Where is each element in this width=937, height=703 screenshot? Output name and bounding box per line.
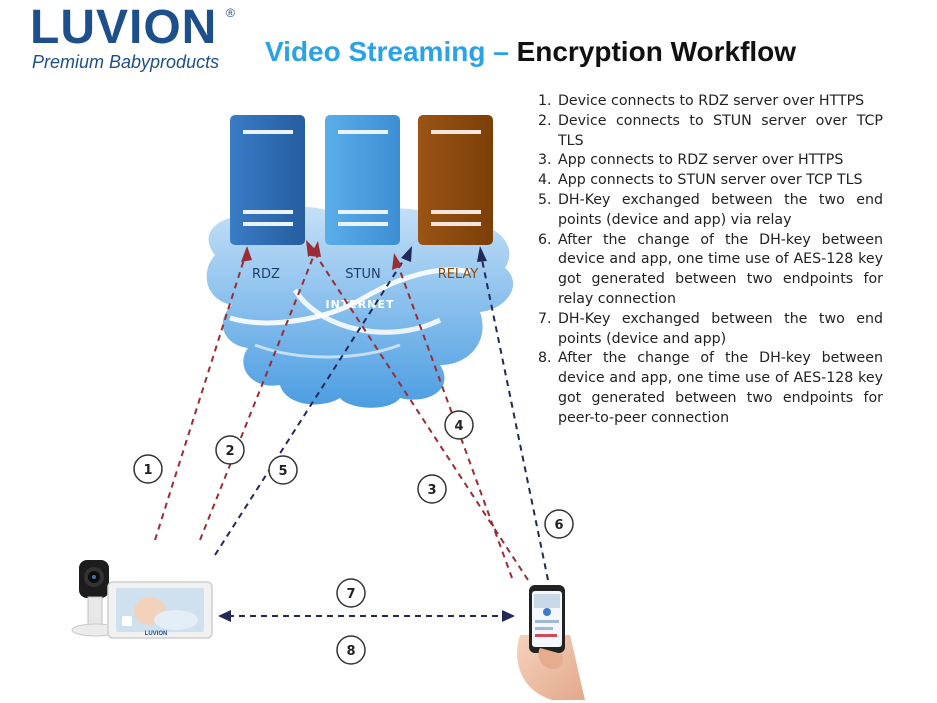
logo-tagline: Premium Babyproducts — [32, 52, 220, 72]
parent-unit-brand: LUVION — [145, 631, 168, 637]
smartphone-app — [517, 585, 585, 700]
workflow-step-2: 2.Device connects to STUN server over TC… — [538, 112, 883, 149]
arrowheads — [218, 240, 515, 622]
step-marker-5: 5 — [268, 455, 298, 485]
cloud-label-internet: INTERNET — [325, 298, 394, 311]
connection-1-device-rdz — [154, 249, 248, 541]
workflow-step-3: 3.App connects to RDZ server over HTTPS — [538, 152, 844, 169]
svg-text:8: 8 — [346, 644, 355, 659]
internet-cloud: INTERNET — [206, 206, 514, 408]
server-stun — [325, 115, 400, 245]
workflow-steps-list: 1.Device connects to RDZ server over HTT… — [538, 92, 883, 429]
workflow-step-5: 5.DH-Key exchanged between the two end p… — [538, 191, 883, 228]
connection-5-device-relay — [214, 249, 411, 556]
server-label-relay: RELAY — [438, 267, 479, 282]
server-relay — [418, 115, 493, 245]
svg-text:3: 3 — [427, 483, 436, 498]
connection-6-app-relay — [479, 249, 549, 581]
step-marker-2: 2 — [215, 435, 245, 465]
svg-text:6: 6 — [554, 518, 563, 533]
workflow-step-1: 1.Device connects to RDZ server over HTT… — [538, 93, 865, 109]
logo-wordmark: LUVION — [30, 1, 218, 54]
step-marker-6: 6 — [544, 509, 574, 539]
step-marker-4: 4 — [444, 410, 474, 440]
connection-2-device-stun — [199, 244, 319, 541]
svg-text:7: 7 — [346, 587, 355, 602]
step-marker-3: 3 — [417, 474, 447, 504]
parent-unit-monitor: LUVION — [107, 581, 213, 639]
title-part-video-streaming: Video Streaming – — [265, 36, 517, 67]
svg-text:2: 2 — [225, 444, 234, 459]
page-title: Video Streaming – Encryption Workflow — [265, 36, 796, 68]
baby-monitor-device: LUVION — [71, 560, 213, 639]
workflow-step-4: 4.App connects to STUN server over TCP T… — [538, 172, 863, 189]
step-marker-1: 1 — [133, 454, 163, 484]
step-marker-8: 8 — [336, 635, 366, 665]
server-label-rdz: RDZ — [252, 267, 280, 282]
luvion-logo: LUVION ® Premium Babyproducts — [30, 1, 270, 73]
svg-text:4: 4 — [454, 419, 463, 434]
svg-text:5: 5 — [278, 464, 287, 479]
workflow-step-6: 6.After the change of the DH-key between… — [538, 231, 883, 307]
step-marker-7: 7 — [336, 578, 366, 608]
workflow-step-8: 8.After the change of the DH-key between… — [538, 350, 883, 426]
logo-registered-mark: ® — [226, 6, 235, 20]
server-rdz — [230, 115, 305, 245]
svg-text:1: 1 — [143, 463, 152, 478]
workflow-step-7: 7.DH-Key exchanged between the two end p… — [538, 310, 883, 347]
server-label-stun: STUN — [345, 267, 380, 282]
title-part-encryption-workflow: Encryption Workflow — [516, 36, 797, 67]
